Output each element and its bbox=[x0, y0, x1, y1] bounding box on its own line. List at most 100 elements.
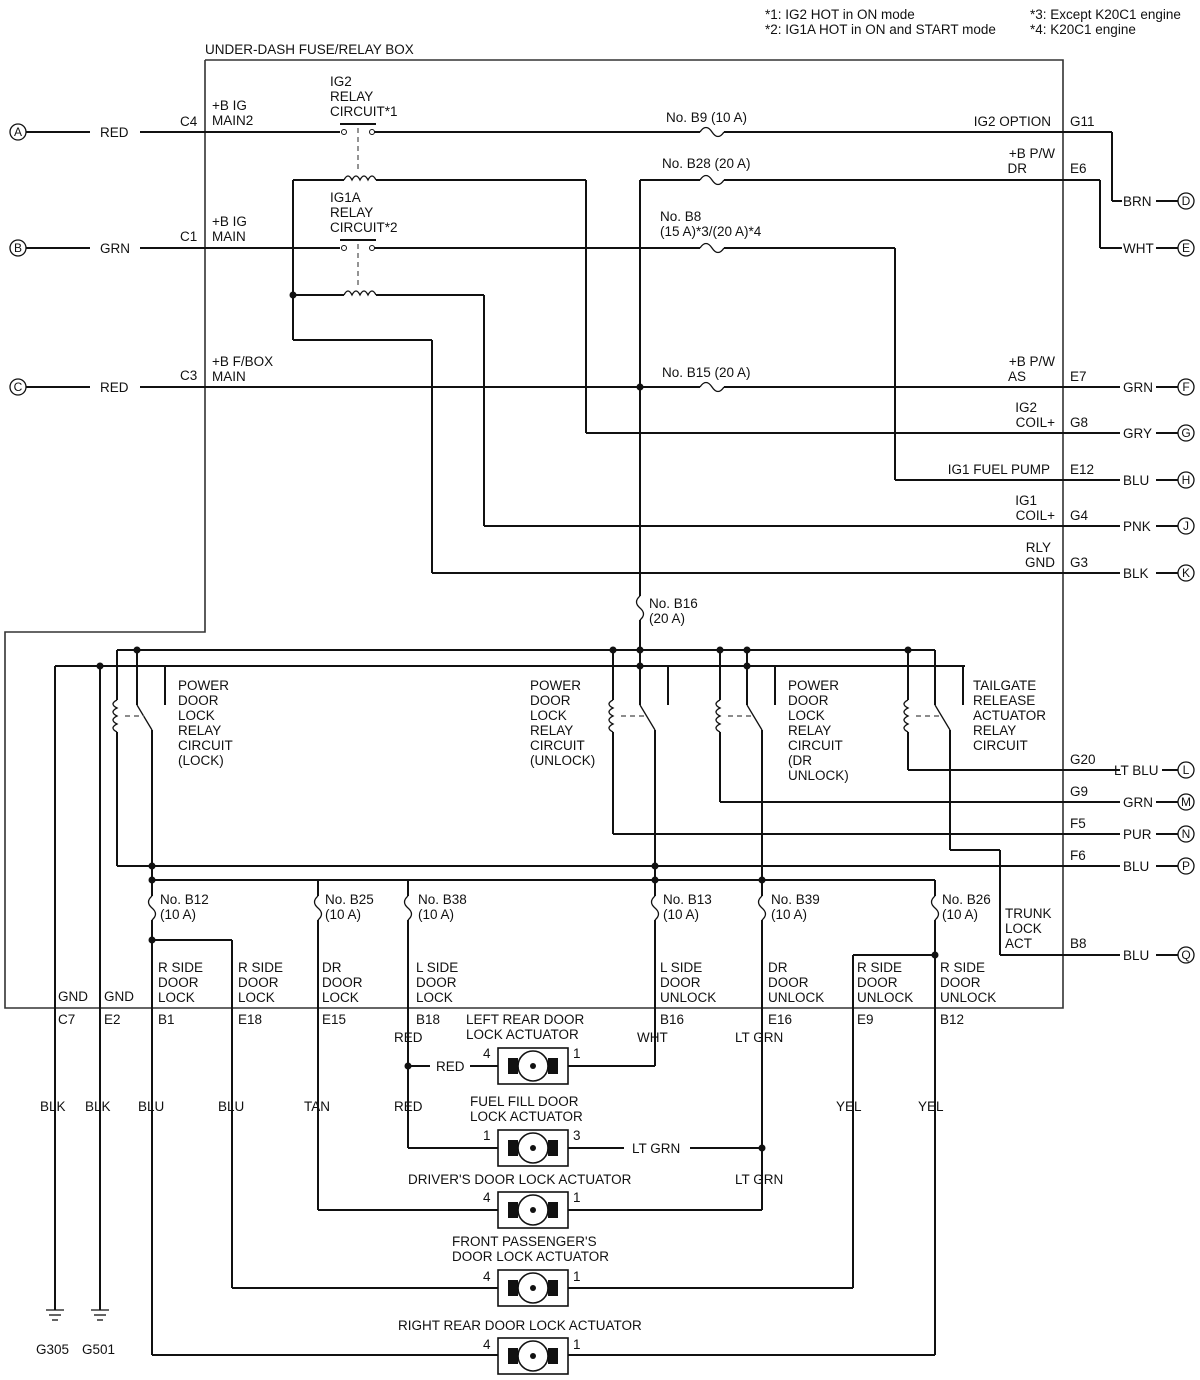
svg-text:(10 A): (10 A) bbox=[418, 907, 454, 922]
svg-text:CIRCUIT: CIRCUIT bbox=[788, 738, 843, 753]
svg-text:No. B13: No. B13 bbox=[663, 892, 712, 907]
svg-text:IG1A: IG1A bbox=[330, 190, 361, 205]
svg-text:G20: G20 bbox=[1070, 752, 1096, 767]
svg-text:(LOCK): (LOCK) bbox=[178, 753, 224, 768]
svg-text:(DR: (DR bbox=[788, 753, 812, 768]
connector-H[interactable] bbox=[1177, 471, 1195, 489]
svg-text:LOCK: LOCK bbox=[178, 708, 215, 723]
svg-text:BLU: BLU bbox=[138, 1099, 164, 1114]
note-1: *1: IG2 HOT in ON mode bbox=[765, 7, 915, 22]
svg-text:No. B15 (20 A): No. B15 (20 A) bbox=[662, 365, 751, 380]
svg-text:CIRCUIT: CIRCUIT bbox=[178, 738, 233, 753]
svg-text:COIL+: COIL+ bbox=[1016, 415, 1056, 430]
connector-D[interactable] bbox=[1177, 192, 1195, 210]
svg-text:RIGHT REAR DOOR LOCK ACTUATOR: RIGHT REAR DOOR LOCK ACTUATOR bbox=[398, 1318, 642, 1333]
fuse-b16: No. B16 (20 A) bbox=[635, 595, 698, 626]
svg-text:IG1: IG1 bbox=[1015, 493, 1037, 508]
svg-text:DOOR: DOOR bbox=[416, 975, 457, 990]
input-C: C RED C3 +B F/BOX MAIN bbox=[9, 354, 700, 396]
svg-text:K: K bbox=[1182, 566, 1190, 580]
svg-text:+B P/W: +B P/W bbox=[1009, 146, 1055, 161]
note-4: *4: K20C1 engine bbox=[1030, 22, 1136, 37]
svg-text:CIRCUIT*2: CIRCUIT*2 bbox=[330, 220, 398, 235]
svg-text:GND: GND bbox=[1025, 555, 1055, 570]
svg-text:No. B8: No. B8 bbox=[660, 209, 701, 224]
svg-text:RELEASE: RELEASE bbox=[973, 693, 1035, 708]
fuse-b28: No. B28 (20 A) bbox=[640, 156, 1100, 186]
connector-M[interactable] bbox=[1177, 793, 1195, 811]
svg-text:LT GRN: LT GRN bbox=[735, 1030, 783, 1045]
output-F: +B P/W AS E7 GRN F bbox=[1008, 354, 1195, 396]
svg-text:LEFT REAR DOOR: LEFT REAR DOOR bbox=[466, 1012, 585, 1027]
svg-text:(15 A)*3/(20 A)*4: (15 A)*3/(20 A)*4 bbox=[660, 224, 762, 239]
svg-text:(10 A): (10 A) bbox=[325, 907, 361, 922]
relay-dr-unlock: POWER DOOR LOCK RELAY CIRCUIT (DR UNLOCK… bbox=[715, 650, 849, 896]
svg-text:No. B28 (20 A): No. B28 (20 A) bbox=[662, 156, 751, 171]
svg-text:IG2: IG2 bbox=[1015, 400, 1037, 415]
connector-L[interactable] bbox=[1177, 761, 1195, 779]
svg-text:WHT: WHT bbox=[1123, 241, 1154, 256]
svg-text:M: M bbox=[1181, 795, 1191, 809]
svg-text:A: A bbox=[14, 125, 22, 139]
svg-text:LOCK: LOCK bbox=[238, 990, 275, 1005]
svg-text:UNLOCK: UNLOCK bbox=[857, 990, 913, 1005]
svg-text:4: 4 bbox=[483, 1190, 491, 1205]
connector-K[interactable] bbox=[1177, 564, 1195, 582]
svg-text:LOCK: LOCK bbox=[416, 990, 453, 1005]
svg-text:G3: G3 bbox=[1070, 555, 1088, 570]
connector-J[interactable] bbox=[1177, 517, 1195, 535]
output-E: +B P/W DR E6 WHT E bbox=[1008, 146, 1195, 257]
svg-text:F5: F5 bbox=[1070, 816, 1086, 831]
svg-text:LOCK ACTUATOR: LOCK ACTUATOR bbox=[466, 1027, 579, 1042]
output-M: G9 GRN M bbox=[1070, 784, 1195, 811]
svg-text:TRUNK: TRUNK bbox=[1005, 906, 1052, 921]
svg-text:DOOR: DOOR bbox=[940, 975, 981, 990]
svg-text:4: 4 bbox=[483, 1337, 491, 1352]
connector-E[interactable] bbox=[1177, 239, 1195, 257]
svg-text:LT GRN: LT GRN bbox=[632, 1141, 680, 1156]
fuse-relay-box-outline bbox=[4, 59, 1064, 1009]
svg-text:BLU: BLU bbox=[1123, 859, 1149, 874]
output-H: IG1 FUEL PUMP E12 BLU H bbox=[948, 462, 1195, 489]
fuse-b26: No. B26 (10 A) bbox=[930, 892, 991, 922]
svg-text:BLU: BLU bbox=[218, 1099, 244, 1114]
fuse-b25: No. B25 (10 A) bbox=[313, 892, 374, 922]
svg-text:N: N bbox=[1182, 827, 1191, 841]
svg-text:LOCK ACTUATOR: LOCK ACTUATOR bbox=[470, 1109, 583, 1124]
svg-text:C: C bbox=[14, 380, 23, 394]
svg-text:IG2 OPTION: IG2 OPTION bbox=[974, 114, 1051, 129]
svg-text:COIL+: COIL+ bbox=[1016, 508, 1056, 523]
svg-text:R SIDE: R SIDE bbox=[940, 960, 985, 975]
svg-text:BLU: BLU bbox=[1123, 473, 1149, 488]
footnotes: *1: IG2 HOT in ON mode *2: IG1A HOT in O… bbox=[765, 7, 1181, 37]
svg-text:GRN: GRN bbox=[1123, 380, 1153, 395]
svg-text:DR: DR bbox=[1008, 161, 1028, 176]
ig2-relay: IG2 RELAY CIRCUIT*1 bbox=[330, 74, 700, 182]
svg-text:DOOR: DOOR bbox=[768, 975, 809, 990]
connector-F[interactable] bbox=[1177, 378, 1195, 396]
svg-text:+B F/BOX: +B F/BOX bbox=[212, 354, 273, 369]
svg-text:No. B9 (10 A): No. B9 (10 A) bbox=[666, 110, 747, 125]
svg-text:GND: GND bbox=[104, 989, 134, 1004]
svg-text:L SIDE: L SIDE bbox=[660, 960, 702, 975]
connector-G[interactable] bbox=[1177, 424, 1195, 442]
fuse-b8: No. B8 (15 A)*3/(20 A)*4 bbox=[660, 209, 896, 480]
svg-text:YEL: YEL bbox=[918, 1099, 944, 1114]
svg-text:D: D bbox=[1182, 194, 1191, 208]
svg-text:TAN: TAN bbox=[304, 1099, 330, 1114]
svg-text:PUR: PUR bbox=[1123, 827, 1152, 842]
svg-text:IG2: IG2 bbox=[330, 74, 352, 89]
connector-P[interactable] bbox=[1177, 857, 1195, 875]
connector-N[interactable] bbox=[1177, 825, 1195, 843]
svg-text:RED: RED bbox=[394, 1030, 423, 1045]
svg-text:G9: G9 bbox=[1070, 784, 1088, 799]
connector-Q[interactable] bbox=[1177, 946, 1195, 964]
svg-text:E12: E12 bbox=[1070, 462, 1094, 477]
svg-text:RELAY: RELAY bbox=[178, 723, 221, 738]
svg-text:LOCK: LOCK bbox=[530, 708, 567, 723]
svg-text:LOCK: LOCK bbox=[788, 708, 825, 723]
svg-text:AS: AS bbox=[1008, 369, 1026, 384]
svg-text:RELAY: RELAY bbox=[788, 723, 831, 738]
svg-text:+B IG: +B IG bbox=[212, 214, 247, 229]
svg-text:LOCK: LOCK bbox=[158, 990, 195, 1005]
